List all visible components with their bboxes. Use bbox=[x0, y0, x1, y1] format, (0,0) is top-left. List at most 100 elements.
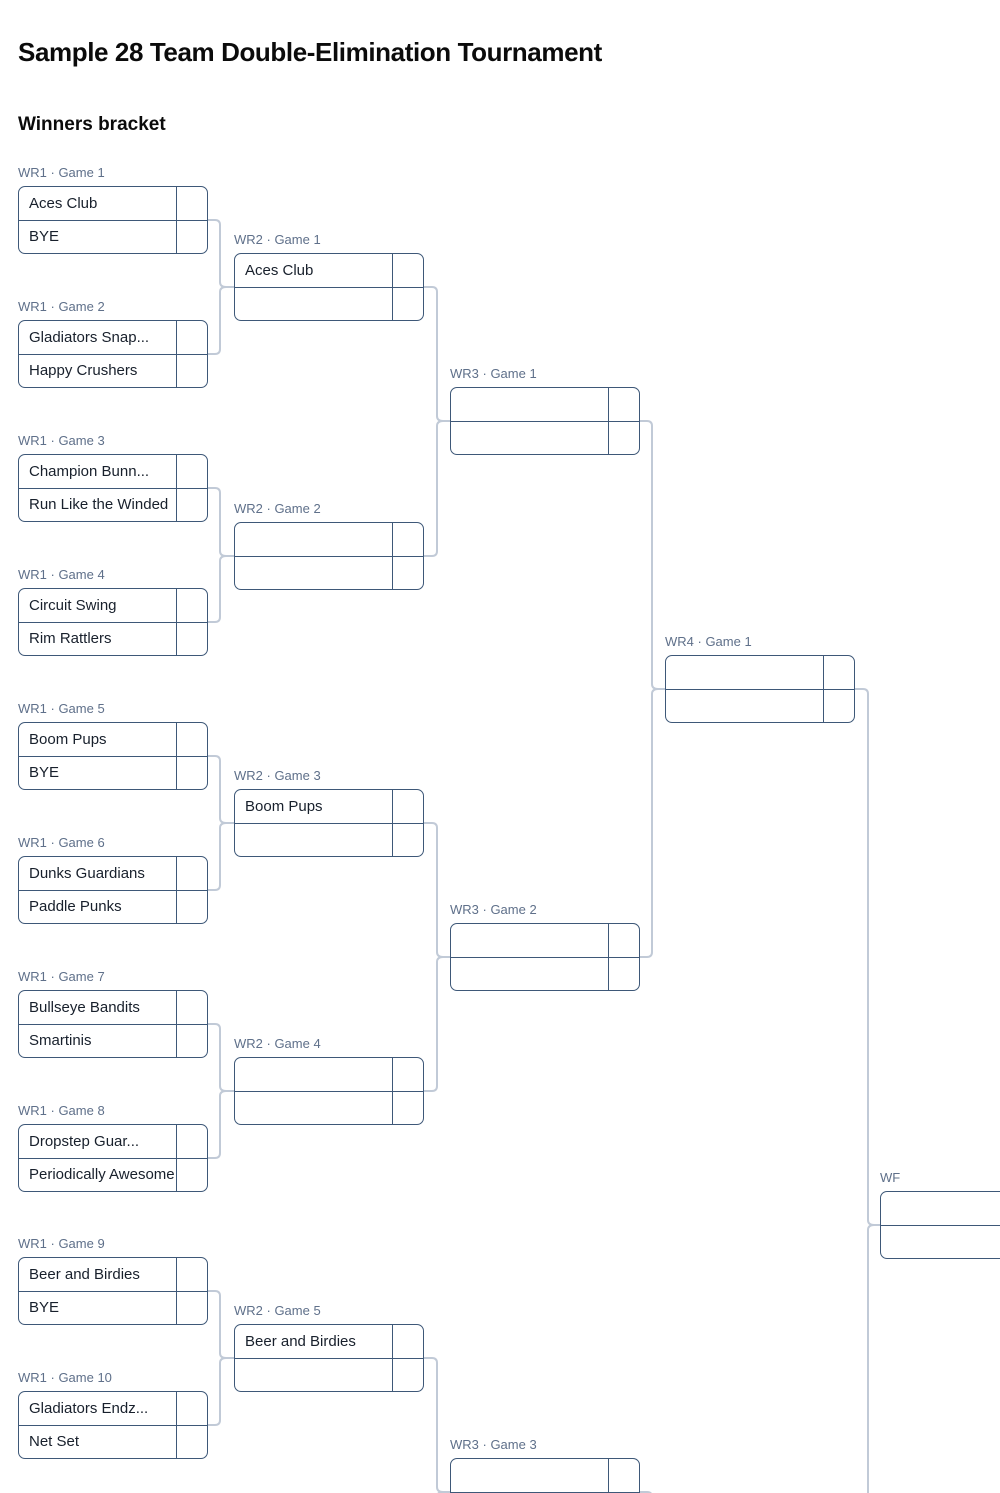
team-row-bottom[interactable]: BYE bbox=[19, 219, 207, 253]
team-score bbox=[176, 857, 207, 890]
match-box[interactable]: Dunks Guardians Paddle Punks bbox=[18, 856, 208, 924]
section-heading: Winners bracket bbox=[18, 113, 166, 135]
team-name: Circuit Swing bbox=[29, 596, 117, 614]
match-box[interactable] bbox=[450, 387, 640, 455]
team-row-bottom[interactable] bbox=[235, 1090, 423, 1124]
team-score bbox=[392, 1058, 423, 1091]
team-row-top[interactable]: Bullseye Bandits bbox=[19, 991, 207, 1024]
team-row-top[interactable]: Beer and Birdies bbox=[19, 1258, 207, 1291]
team-row-top[interactable]: Boom Pups bbox=[235, 790, 423, 823]
match-box[interactable] bbox=[234, 522, 424, 590]
team-name: Paddle Punks bbox=[29, 898, 122, 916]
team-name: Gladiators Snap... bbox=[29, 328, 150, 346]
match-box[interactable]: Dropstep Guar... Periodically Awesome bbox=[18, 1124, 208, 1192]
match: WR1 · Game 5 Boom Pups BYE bbox=[18, 701, 208, 790]
match-box[interactable] bbox=[880, 1191, 1000, 1259]
match-label: WR1 · Game 3 bbox=[18, 433, 105, 448]
team-row-bottom[interactable]: BYE bbox=[19, 1290, 207, 1324]
team-row-top[interactable] bbox=[451, 388, 639, 421]
match-label: WR2 · Game 5 bbox=[234, 1303, 321, 1318]
match-box[interactable]: Beer and Birdies bbox=[234, 1324, 424, 1392]
match-box[interactable]: Bullseye Bandits Smartinis bbox=[18, 990, 208, 1058]
team-name: BYE bbox=[29, 764, 60, 782]
match: WR2 · Game 4 bbox=[234, 1036, 424, 1125]
team-row-top[interactable]: Champion Bunn... bbox=[19, 455, 207, 488]
match-box[interactable]: Gladiators Endz... Net Set bbox=[18, 1391, 208, 1459]
team-row-top[interactable]: Aces Club bbox=[235, 254, 423, 287]
match: WR1 · Game 1 Aces Club BYE bbox=[18, 165, 208, 254]
match-box[interactable]: Beer and Birdies BYE bbox=[18, 1257, 208, 1325]
team-row-bottom[interactable]: Net Set bbox=[19, 1424, 207, 1458]
team-name: Net Set bbox=[29, 1433, 80, 1451]
match-label: WR3 · Game 3 bbox=[450, 1437, 537, 1452]
match-box[interactable]: Aces Club bbox=[234, 253, 424, 321]
team-row-bottom[interactable]: Smartinis bbox=[19, 1023, 207, 1057]
team-row-top[interactable]: Boom Pups bbox=[19, 723, 207, 756]
team-score bbox=[392, 254, 423, 287]
team-row-bottom[interactable] bbox=[235, 555, 423, 589]
team-score bbox=[392, 523, 423, 556]
team-row-top[interactable]: Circuit Swing bbox=[19, 589, 207, 622]
team-name: Dunks Guardians bbox=[29, 864, 145, 882]
match: WR3 · Game 3 bbox=[450, 1437, 640, 1493]
match-box[interactable]: Circuit Swing Rim Rattlers bbox=[18, 588, 208, 656]
team-row-top[interactable] bbox=[451, 1459, 639, 1492]
team-row-top[interactable]: Gladiators Endz... bbox=[19, 1392, 207, 1425]
match-box[interactable]: Boom Pups bbox=[234, 789, 424, 857]
team-score bbox=[608, 924, 639, 957]
team-row-top[interactable] bbox=[235, 1058, 423, 1091]
team-row-top[interactable]: Dropstep Guar... bbox=[19, 1125, 207, 1158]
team-score bbox=[176, 220, 207, 253]
team-row-top[interactable]: Dunks Guardians bbox=[19, 857, 207, 890]
team-row-top[interactable] bbox=[666, 656, 854, 689]
team-row-bottom[interactable] bbox=[235, 286, 423, 320]
team-score bbox=[176, 354, 207, 387]
team-row-bottom[interactable] bbox=[666, 688, 854, 722]
team-row-top[interactable] bbox=[451, 924, 639, 957]
team-row-bottom[interactable]: BYE bbox=[19, 755, 207, 789]
match-box[interactable]: Boom Pups BYE bbox=[18, 722, 208, 790]
team-row-bottom[interactable]: Run Like the Winded bbox=[19, 487, 207, 521]
team-row-top[interactable]: Beer and Birdies bbox=[235, 1325, 423, 1358]
team-row-top[interactable] bbox=[881, 1192, 1000, 1225]
team-row-bottom[interactable] bbox=[881, 1224, 1000, 1259]
team-name: Beer and Birdies bbox=[245, 1332, 356, 1350]
team-row-bottom[interactable] bbox=[235, 1357, 423, 1391]
match-box[interactable]: Gladiators Snap... Happy Crushers bbox=[18, 320, 208, 388]
team-row-bottom[interactable] bbox=[235, 822, 423, 856]
match: WR1 · Game 6 Dunks Guardians Paddle Punk… bbox=[18, 835, 208, 924]
team-name: Champion Bunn... bbox=[29, 462, 150, 480]
match-label: WR1 · Game 7 bbox=[18, 969, 105, 984]
match: WF bbox=[880, 1170, 1000, 1259]
match-box[interactable]: Aces Club BYE bbox=[18, 186, 208, 254]
team-score bbox=[176, 321, 207, 354]
team-row-top[interactable] bbox=[235, 523, 423, 556]
match-label: WR3 · Game 1 bbox=[450, 366, 537, 381]
match-label: WR1 · Game 9 bbox=[18, 1236, 105, 1251]
match-box[interactable]: Champion Bunn... Run Like the Winded bbox=[18, 454, 208, 522]
match-label: WR2 · Game 4 bbox=[234, 1036, 321, 1051]
team-name: Run Like the Winded bbox=[29, 496, 169, 514]
team-row-bottom[interactable]: Happy Crushers bbox=[19, 353, 207, 387]
team-row-top[interactable]: Aces Club bbox=[19, 187, 207, 220]
team-row-bottom[interactable]: Rim Rattlers bbox=[19, 621, 207, 655]
team-score bbox=[392, 1325, 423, 1358]
match: WR1 · Game 10 Gladiators Endz... Net Set bbox=[18, 1370, 208, 1459]
team-row-bottom[interactable]: Periodically Awesome bbox=[19, 1157, 207, 1191]
team-name: Boom Pups bbox=[245, 797, 323, 815]
team-name: Aces Club bbox=[29, 194, 98, 212]
team-row-bottom[interactable] bbox=[451, 420, 639, 454]
match: WR1 · Game 9 Beer and Birdies BYE bbox=[18, 1236, 208, 1325]
team-row-bottom[interactable]: Paddle Punks bbox=[19, 889, 207, 923]
match-box[interactable] bbox=[450, 923, 640, 991]
match-box[interactable] bbox=[234, 1057, 424, 1125]
team-name: Dropstep Guar... bbox=[29, 1132, 140, 1150]
match-box[interactable] bbox=[450, 1458, 640, 1493]
team-row-top[interactable]: Gladiators Snap... bbox=[19, 321, 207, 354]
match: WR1 · Game 7 Bullseye Bandits Smartinis bbox=[18, 969, 208, 1058]
match-box[interactable] bbox=[665, 655, 855, 723]
team-row-bottom[interactable] bbox=[451, 956, 639, 990]
match: WR4 · Game 1 bbox=[665, 634, 855, 723]
